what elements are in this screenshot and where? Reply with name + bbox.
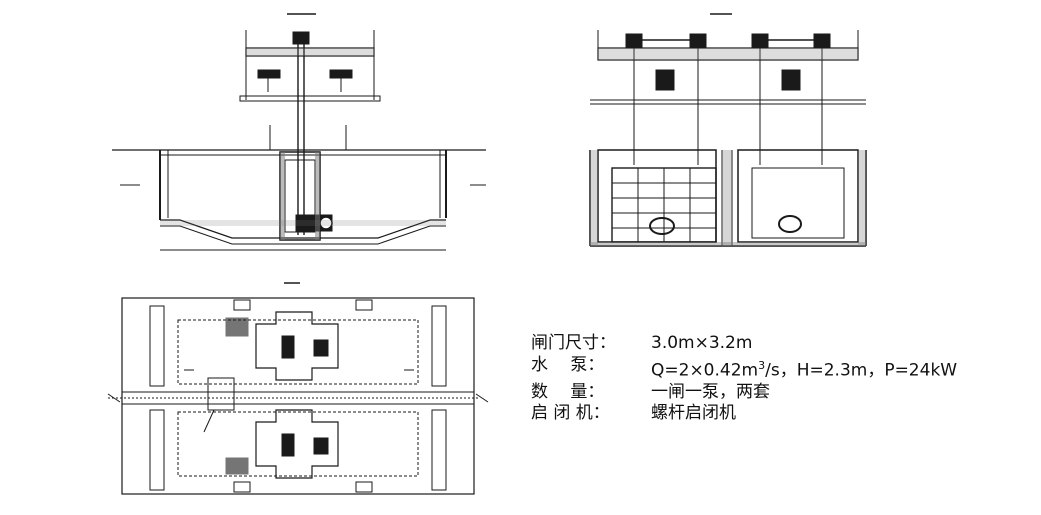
spec-label: 闸门尺寸： [531,333,616,353]
plan-view [107,282,489,495]
spec-value: 螺杆启闭机 [651,403,736,424]
spec-value: Q=2×0.42m3/s，H=2.3m，P=24kW [651,355,957,382]
spec-value: 一闸一泵，两套 [651,381,770,402]
spec-row-pump: 水 泵： Q=2×0.42m3/s，H=2.3m，P=24kW [531,355,957,382]
spec-row-gate-size: 闸门尺寸： 3.0m×3.2m [531,333,957,355]
spec-value-head: Q=2×0.42m [651,360,759,381]
left-elevation-hatching [160,48,446,240]
spec-table: 闸门尺寸： 3.0m×3.2m 水 泵： Q=2×0.42m3/s，H=2.3m… [531,333,957,425]
left-elevation-view [112,13,486,251]
spec-row-hoist: 启 闭 机： 螺杆启闭机 [531,403,957,425]
spec-value-tail: /s，H=2.3m，P=24kW [765,360,958,381]
spec-label: 启 闭 机： [531,403,610,424]
spec-label: 数 量： [531,381,605,402]
spec-row-quantity: 数 量： 一闸一泵，两套 [531,382,957,404]
right-section-hatching [590,48,866,246]
spec-value: 3.0m×3.2m [651,333,753,353]
spec-value-sup: 3 [758,358,766,372]
spec-label: 水 泵： [531,354,605,375]
right-section-view [589,13,867,247]
